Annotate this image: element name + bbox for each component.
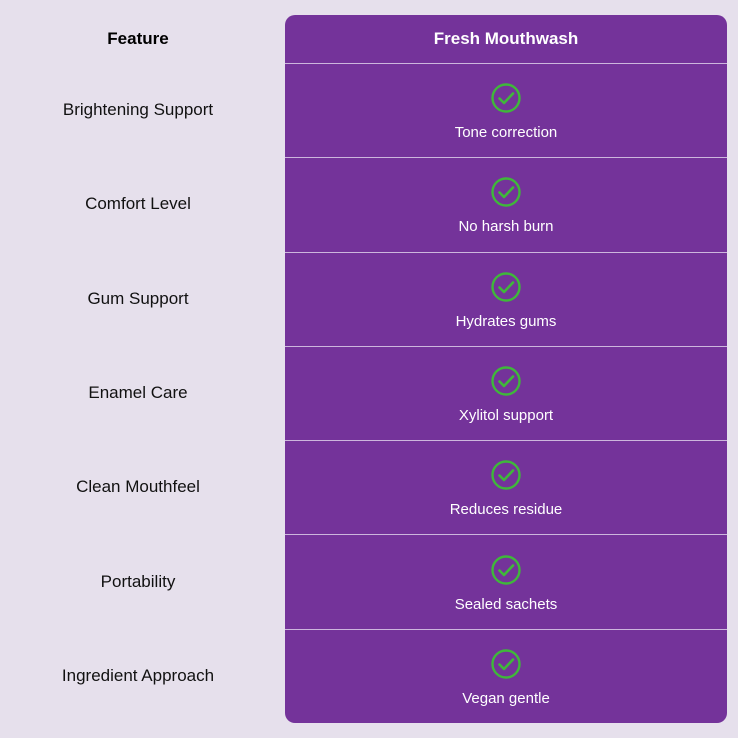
check-circle-icon (490, 82, 522, 114)
feature-column: Feature Brightening Support Comfort Leve… (0, 15, 276, 723)
product-detail: Sealed sachets (454, 595, 558, 613)
product-cell: Xylitol support (285, 345, 727, 440)
product-cell: Vegan gentle (285, 628, 727, 723)
product-detail: Xylitol support (458, 407, 554, 425)
check-circle-icon (490, 554, 522, 586)
product-cell: Reduces residue (285, 440, 727, 534)
feature-label: Comfort Level (85, 194, 191, 214)
check-circle-icon (490, 365, 522, 397)
feature-header: Feature (107, 29, 169, 48)
product-header: Fresh Mouthwash (433, 29, 579, 48)
product-cell: No harsh burn (285, 157, 727, 251)
product-detail: Tone correction (454, 124, 558, 142)
product-detail: No harsh burn (458, 218, 554, 236)
check-circle-icon (490, 648, 522, 680)
product-detail: Reduces residue (449, 501, 563, 519)
feature-label: Clean Mouthfeel (76, 477, 200, 497)
product-cell: Hydrates gums (285, 251, 727, 346)
feature-label: Brightening Support (62, 100, 214, 120)
check-circle-icon (490, 176, 522, 208)
feature-label: Portability (100, 571, 176, 591)
feature-label: Enamel Care (88, 383, 188, 403)
product-detail: Vegan gentle (462, 689, 550, 707)
product-cell: Tone correction (285, 63, 727, 157)
feature-label: Gum Support (87, 288, 189, 308)
check-circle-icon (490, 271, 522, 303)
product-column: Fresh Mouthwash Tone correction No harsh… (285, 15, 727, 723)
check-circle-icon (490, 459, 522, 491)
product-detail: Hydrates gums (455, 312, 557, 330)
feature-label: Ingredient Approach (61, 665, 215, 685)
product-cell: Sealed sachets (285, 534, 727, 628)
